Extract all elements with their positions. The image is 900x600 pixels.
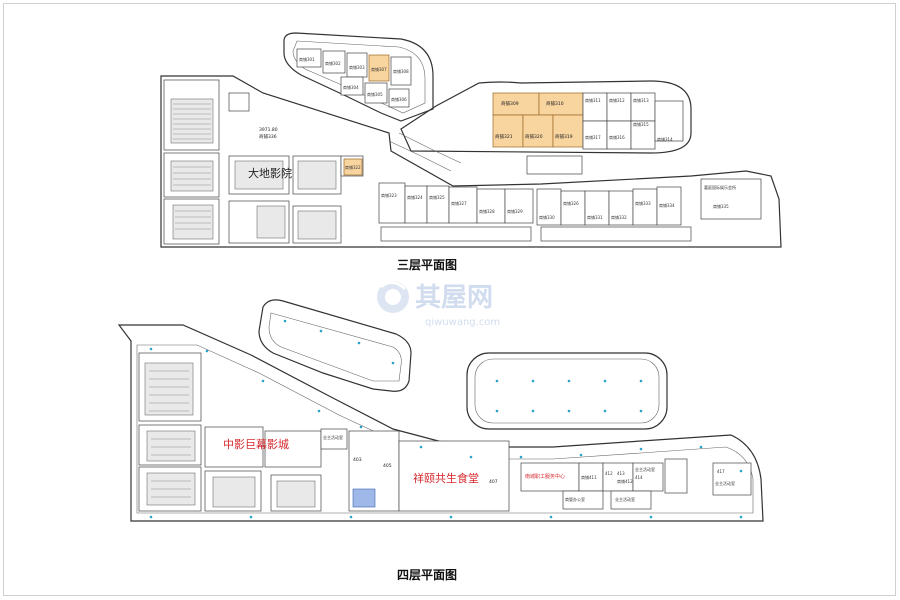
watermark: 其屋网 qiwuwang.com <box>377 281 500 328</box>
third-floor-plan: 大地影院 3971.80 商铺336 商铺309 商铺310 商铺321 商铺3… <box>160 32 782 272</box>
watermark-url: qiwuwang.com <box>425 317 500 328</box>
f3-shop-317: 商铺317 <box>585 134 601 140</box>
floor-plan-image: 大地影院 3971.80 商铺336 商铺309 商铺310 商铺321 商铺3… <box>3 3 896 596</box>
f3-shop-325: 商铺325 <box>429 194 445 200</box>
f4-room-403: 403 <box>353 457 362 463</box>
watermark-logo-icon <box>377 281 409 313</box>
f3-shop-327: 商铺327 <box>451 200 467 206</box>
f3-caption: 三层平面图 <box>397 258 457 272</box>
f3-shop-328: 商铺328 <box>479 208 495 214</box>
f4-activity-room-1: 业主活动室 <box>323 434 343 440</box>
f3-club-shop: 商铺335 <box>713 203 729 209</box>
f3-shop-301: 商铺301 <box>299 56 315 62</box>
f3-shop-319: 商铺319 <box>555 133 573 140</box>
f4-activity-room-4: 业主活动室 <box>715 480 735 486</box>
f3-shop-306: 商铺306 <box>391 96 407 102</box>
f4-room-414: 414 <box>635 475 643 480</box>
f3-shop-315: 商铺315 <box>633 121 649 127</box>
f3-shop-322: 商铺322 <box>345 164 361 170</box>
f3-shop-323: 商铺323 <box>381 192 397 198</box>
f4-office-label: 商管办公室 <box>565 496 585 502</box>
f3-shop-332: 商铺332 <box>611 214 627 220</box>
f4-shop-411: 商铺411 <box>581 474 597 480</box>
f4-room-417: 417 <box>717 469 725 474</box>
f3-shop-316: 商铺316 <box>609 134 625 140</box>
f3-shop-309: 商铺309 <box>501 100 519 107</box>
f3-shop-310: 商铺310 <box>546 100 564 107</box>
f3-shop-330: 商铺330 <box>539 214 555 220</box>
f3-club-label: 嘉庭国际娱乐会所 <box>704 184 736 190</box>
f3-shop-311: 商铺311 <box>585 97 601 103</box>
f4-canteen-label: 祥颐共生食堂 <box>413 471 479 485</box>
f3-shop-324: 商铺324 <box>407 194 423 200</box>
f3-shop-320: 商铺320 <box>525 133 543 140</box>
f4-east-island <box>466 352 668 430</box>
f4-activity-room-3: 业主活动室 <box>615 496 635 502</box>
f4-red-sub: 南城职工服务中心 <box>525 473 565 480</box>
f4-room-412: 412 <box>605 471 613 476</box>
floor-plans-drawing: 大地影院 3971.80 商铺336 商铺309 商铺310 商铺321 商铺3… <box>117 32 782 582</box>
f3-cinema-label: 大地影院 <box>248 166 292 180</box>
f3-north-island <box>283 32 434 122</box>
f4-north-island <box>258 299 412 392</box>
f3-area-label: 3971.80 <box>259 127 278 133</box>
f3-shop-303: 商铺303 <box>349 64 365 70</box>
f4-room-413: 413 <box>617 471 625 476</box>
f4-caption: 四层平面图 <box>397 568 457 582</box>
f3-shop-308: 商铺308 <box>393 68 409 74</box>
f3-shop-312: 商铺312 <box>609 97 625 103</box>
f3-shop-307: 商铺307 <box>371 66 387 72</box>
f3-shop-302: 商铺302 <box>325 60 341 66</box>
f4-shop-412: 商铺412 <box>617 478 633 484</box>
f3-shop-331: 商铺331 <box>587 214 603 220</box>
f3-shop-305: 商铺305 <box>367 91 383 97</box>
fourth-floor-plan: 中影巨幕影城 业主活动室 403 405 祥颐共生食堂 407 南城职工服务中心… <box>117 299 764 582</box>
f3-shop-313: 商铺313 <box>633 97 649 103</box>
f3-outline <box>160 75 782 248</box>
watermark-brand: 其屋网 <box>415 283 493 313</box>
f3-shop-329: 商铺329 <box>507 208 523 214</box>
f3-shop-314: 商铺314 <box>657 136 673 142</box>
f3-shop-326: 商铺326 <box>563 200 579 206</box>
f3-area-shop: 商铺336 <box>259 133 277 140</box>
f3-shop-321: 商铺321 <box>495 133 513 140</box>
f3-shop-304: 商铺304 <box>343 84 359 90</box>
f4-cinema-label: 中影巨幕影城 <box>223 437 289 451</box>
f4-outline <box>117 324 764 522</box>
f4-activity-room-2: 业主活动室 <box>635 466 655 472</box>
f4-room-405: 405 <box>383 463 392 469</box>
f3-shop-333: 商铺333 <box>635 200 651 206</box>
f3-east-island <box>400 80 692 154</box>
f4-room-407: 407 <box>489 479 498 485</box>
f3-shop-334: 商铺334 <box>659 202 675 208</box>
